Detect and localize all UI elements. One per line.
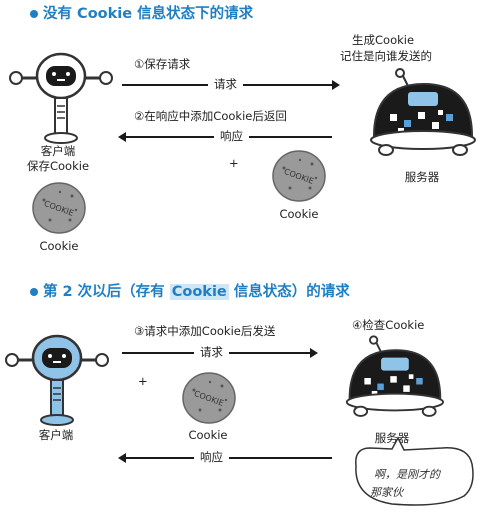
response-arrow-label: 响应 [194, 449, 229, 465]
client1-save-cookie-label: 保存Cookie [26, 159, 90, 173]
step1-label: ①保存请求 [134, 57, 191, 71]
step2-label: ②在响应中添加Cookie后返回 [134, 109, 287, 123]
plus-sign: + [138, 374, 148, 388]
response-arrow-label: 响应 [214, 128, 249, 144]
plus-sign: + [229, 156, 239, 170]
speech-bubble-line1: 啊，是刚才的 [374, 468, 440, 481]
client2-label: 客户端 [38, 428, 74, 442]
server-note-line1: 生成Cookie [352, 33, 415, 47]
speech-bubble-line2: 那家伙 [370, 486, 403, 499]
request-arrow-label: 请求 [208, 76, 243, 92]
server2-label: 服务器 [374, 431, 410, 445]
server1-label: 服务器 [404, 170, 440, 184]
step3-label: ③请求中添加Cookie后发送 [134, 324, 276, 338]
cookie-icon: COOKIE [32, 182, 86, 234]
section1-heading: 没有 Cookie 信息状态下的请求 [30, 2, 253, 23]
request-arrow: 请求 [122, 344, 318, 360]
client1-label: 客户端 [40, 144, 76, 158]
server1-cookie-label: Cookie [279, 207, 319, 221]
speech-bubble [355, 436, 474, 506]
section2-heading-prefix: 第 2 次以后（存有 [43, 284, 170, 300]
server-robot-icon [370, 68, 476, 156]
client-robot-icon [5, 334, 109, 426]
section2-heading: 第 2 次以后（存有 Cookie 信息状态）的请求 [30, 280, 350, 301]
cookie-icon: COOKIE [272, 150, 326, 202]
section2-heading-suffix: 信息状态）的请求 [228, 284, 350, 300]
response-arrow: 响应 [118, 449, 332, 465]
section2-heading-highlight: Cookie [169, 284, 229, 300]
bullet-icon [30, 10, 38, 18]
server-note-line2: 记住是向谁发送的 [340, 49, 432, 63]
request-arrow-label: 请求 [194, 344, 229, 360]
cookie-icon: COOKIE [182, 372, 236, 424]
bullet-icon [30, 288, 38, 296]
server-robot-icon [345, 335, 444, 417]
client1-cookie-label: Cookie [39, 239, 79, 253]
client-robot-icon [9, 52, 113, 144]
step4-label: ④检查Cookie [352, 318, 425, 332]
section1-heading-text: 没有 Cookie 信息状态下的请求 [43, 6, 254, 22]
request-arrow: 请求 [122, 76, 340, 92]
response-arrow: 响应 [118, 128, 332, 144]
section2-cookie-label: Cookie [188, 428, 228, 442]
